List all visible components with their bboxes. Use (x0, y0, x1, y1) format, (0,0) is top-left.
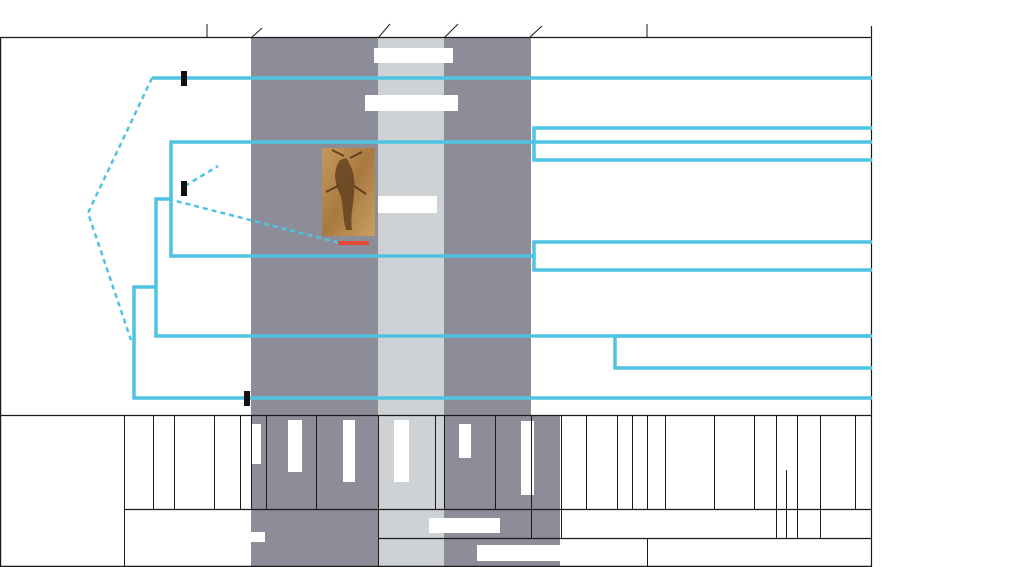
band-label-block (477, 545, 560, 561)
axis-tick (444, 24, 458, 38)
band-label-block (288, 420, 302, 472)
band-label-block (521, 421, 534, 495)
band-label-block (378, 196, 437, 213)
calibration-node-marker-icon (181, 181, 187, 196)
dashed-short-branch (185, 166, 218, 186)
dashed-root-connection (88, 78, 152, 340)
node-markers (181, 71, 250, 406)
band-label-block (374, 48, 453, 63)
fossil-scale-bar (338, 241, 369, 245)
axis-tick (529, 26, 542, 38)
axis-ticks (207, 24, 647, 38)
band-label-block (248, 424, 261, 464)
dark-band-left (251, 38, 378, 567)
fossil-specimen (322, 148, 375, 245)
axis-tick (378, 24, 390, 38)
axis-tick (251, 28, 262, 38)
band-label-block (231, 532, 265, 542)
band-label-block (365, 95, 458, 111)
calibration-node-marker-icon (244, 391, 250, 406)
branch-clade-b (534, 242, 872, 270)
branch-clade-c (615, 336, 872, 368)
dark-band-right (444, 38, 531, 416)
light-band-center (378, 38, 444, 567)
band-label-block (459, 424, 471, 458)
branch-clade-a-top (534, 128, 872, 160)
band-label-block (394, 420, 409, 482)
band-label-block (343, 420, 355, 482)
calibration-node-marker-icon (181, 71, 187, 86)
band-label-block (429, 518, 500, 533)
time-bands (251, 38, 560, 567)
